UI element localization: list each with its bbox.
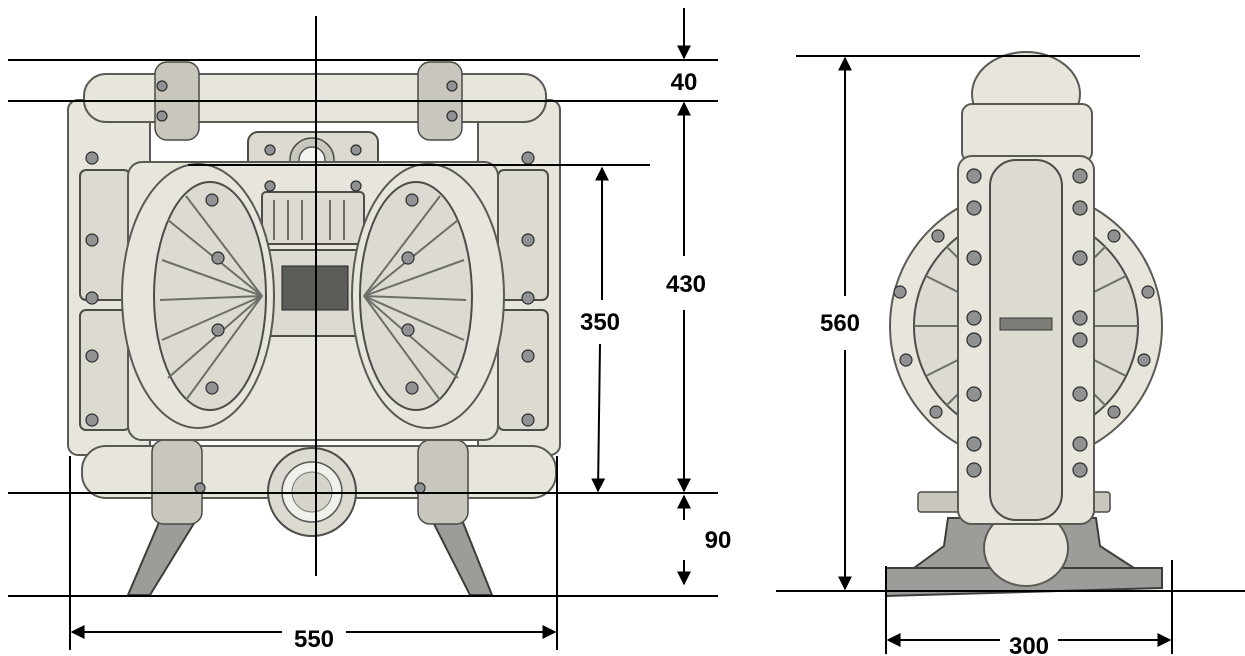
front-dimension-lines bbox=[8, 8, 718, 650]
side-bolts bbox=[893, 168, 1155, 478]
dimension-label-430: 430 bbox=[666, 271, 706, 298]
front-view-pump bbox=[67, 61, 561, 596]
front-bolts bbox=[85, 80, 535, 494]
dimension-label-40: 40 bbox=[671, 69, 698, 96]
dimension-label-90: 90 bbox=[705, 527, 732, 554]
dimension-label-350: 350 bbox=[580, 309, 620, 336]
dimension-label-550: 550 bbox=[294, 626, 334, 653]
side-view-pump bbox=[885, 51, 1163, 598]
dimension-label-560: 560 bbox=[820, 310, 860, 337]
side-dimension-lines bbox=[776, 55, 1245, 654]
dimension-label-300: 300 bbox=[1009, 633, 1049, 656]
